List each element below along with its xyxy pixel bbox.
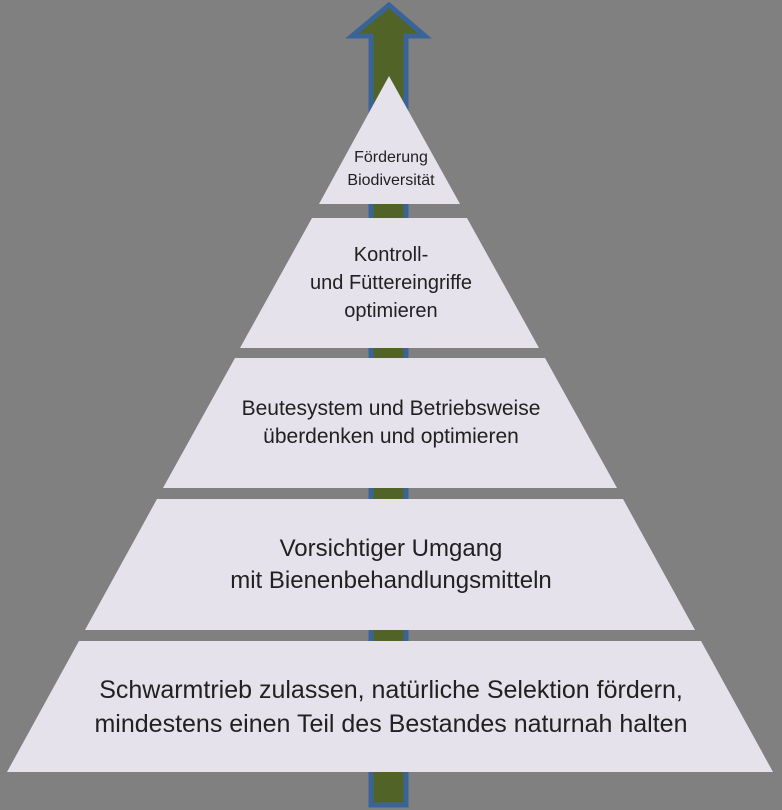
level-1-line-1: Förderung (354, 149, 428, 166)
pyramid-level-4: Vorsichtiger Umgang mit Bienenbehandlung… (85, 499, 695, 630)
level-2-line-2: und Füttereingriffe (310, 272, 472, 294)
level-5-line-1: Schwarmtrieb zulassen, natürliche Selekt… (99, 675, 683, 704)
level-3-line-2: überdenken und optimieren (263, 425, 519, 448)
pyramid-level-5: Schwarmtrieb zulassen, natürliche Selekt… (7, 641, 773, 772)
level-5-line-2: mindestens einen Teil des Bestandes natu… (94, 709, 688, 738)
level-2-line-1: Kontroll- (353, 244, 429, 266)
level-4-line-1: Vorsichtiger Umgang (279, 534, 503, 562)
level-1-line-2: Biodiversität (347, 172, 435, 189)
level-2-line-3: optimieren (344, 300, 438, 322)
level-4-line-2: mit Bienenbehandlungsmitteln (230, 566, 552, 594)
pyramid-level-3: Beutesystem und Betriebsweise überdenken… (163, 358, 617, 488)
level-3-line-1: Beutesystem und Betriebsweise (241, 397, 541, 420)
